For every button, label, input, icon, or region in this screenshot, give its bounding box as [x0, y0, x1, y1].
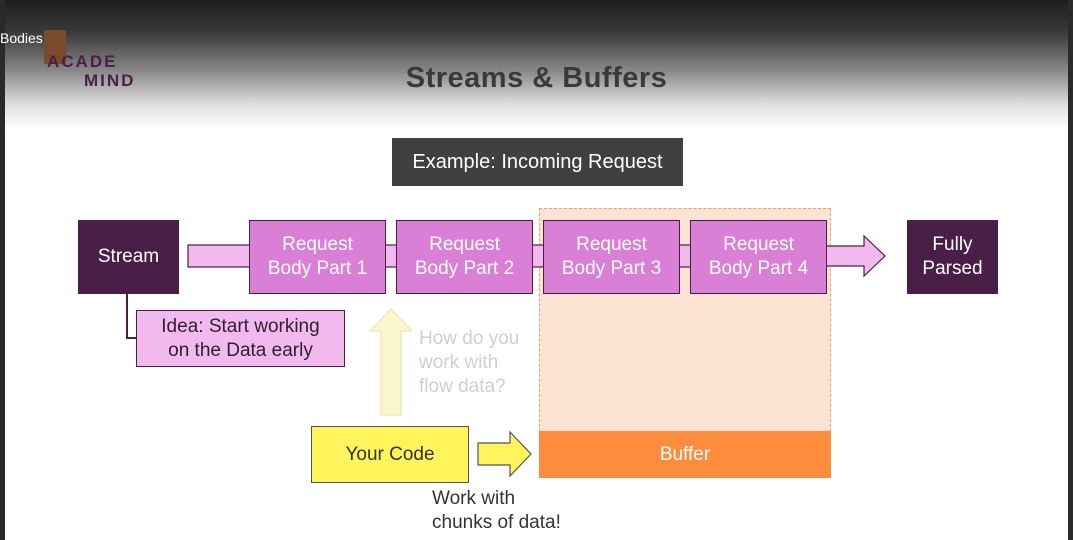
- part-2-line1: Request: [429, 234, 500, 255]
- logo-text-line1: ACADE: [47, 52, 118, 71]
- part-1-line2: Body Part 1: [267, 258, 368, 279]
- flow-band-left: [187, 244, 251, 268]
- right-frame-edge: [1068, 0, 1073, 540]
- example-label: Example: Incoming Request: [392, 138, 683, 186]
- buffer-box: Buffer: [539, 431, 831, 478]
- part-3-line2: Body Part 3: [561, 258, 662, 279]
- left-frame-edge: [0, 0, 5, 540]
- chunks-line2: chunks of data!: [432, 512, 561, 533]
- question-line3: flow data?: [419, 376, 506, 397]
- question-line1: How do you: [419, 328, 520, 349]
- logo-icon: [44, 30, 66, 64]
- part-3-line1: Request: [576, 234, 647, 255]
- part-4-line1: Request: [723, 234, 794, 255]
- parsed-line2: Parsed: [922, 258, 983, 279]
- part-1-line1: Request: [282, 234, 353, 255]
- idea-line1: Idea: Start working: [161, 315, 320, 337]
- up-arrow-icon: [368, 308, 414, 416]
- flow-data-question: How do you work with flow data?: [419, 327, 519, 399]
- slide-title: Streams & Buffers: [405, 62, 668, 94]
- stream-box: Stream: [78, 220, 179, 294]
- parsed-line1: Fully: [932, 234, 973, 255]
- logo-text-line2: MIND: [84, 71, 136, 90]
- your-code-box: Your Code: [311, 426, 469, 483]
- part-2-line2: Body Part 2: [414, 258, 515, 279]
- idea-connector: [126, 293, 137, 339]
- yellow-arrow-right-icon: [477, 430, 532, 478]
- video-top-shade: [0, 0, 1073, 130]
- chunks-caption: Work with chunks of data!: [432, 487, 561, 535]
- chapter-tooltip: Bodies: [0, 30, 43, 46]
- chunks-line1: Work with: [432, 488, 516, 509]
- idea-line2: on the Data early: [168, 339, 313, 361]
- part-4-line2: Body Part 4: [708, 258, 809, 279]
- question-line2: work with: [419, 352, 499, 373]
- flow-arrow-right-icon: [825, 234, 886, 278]
